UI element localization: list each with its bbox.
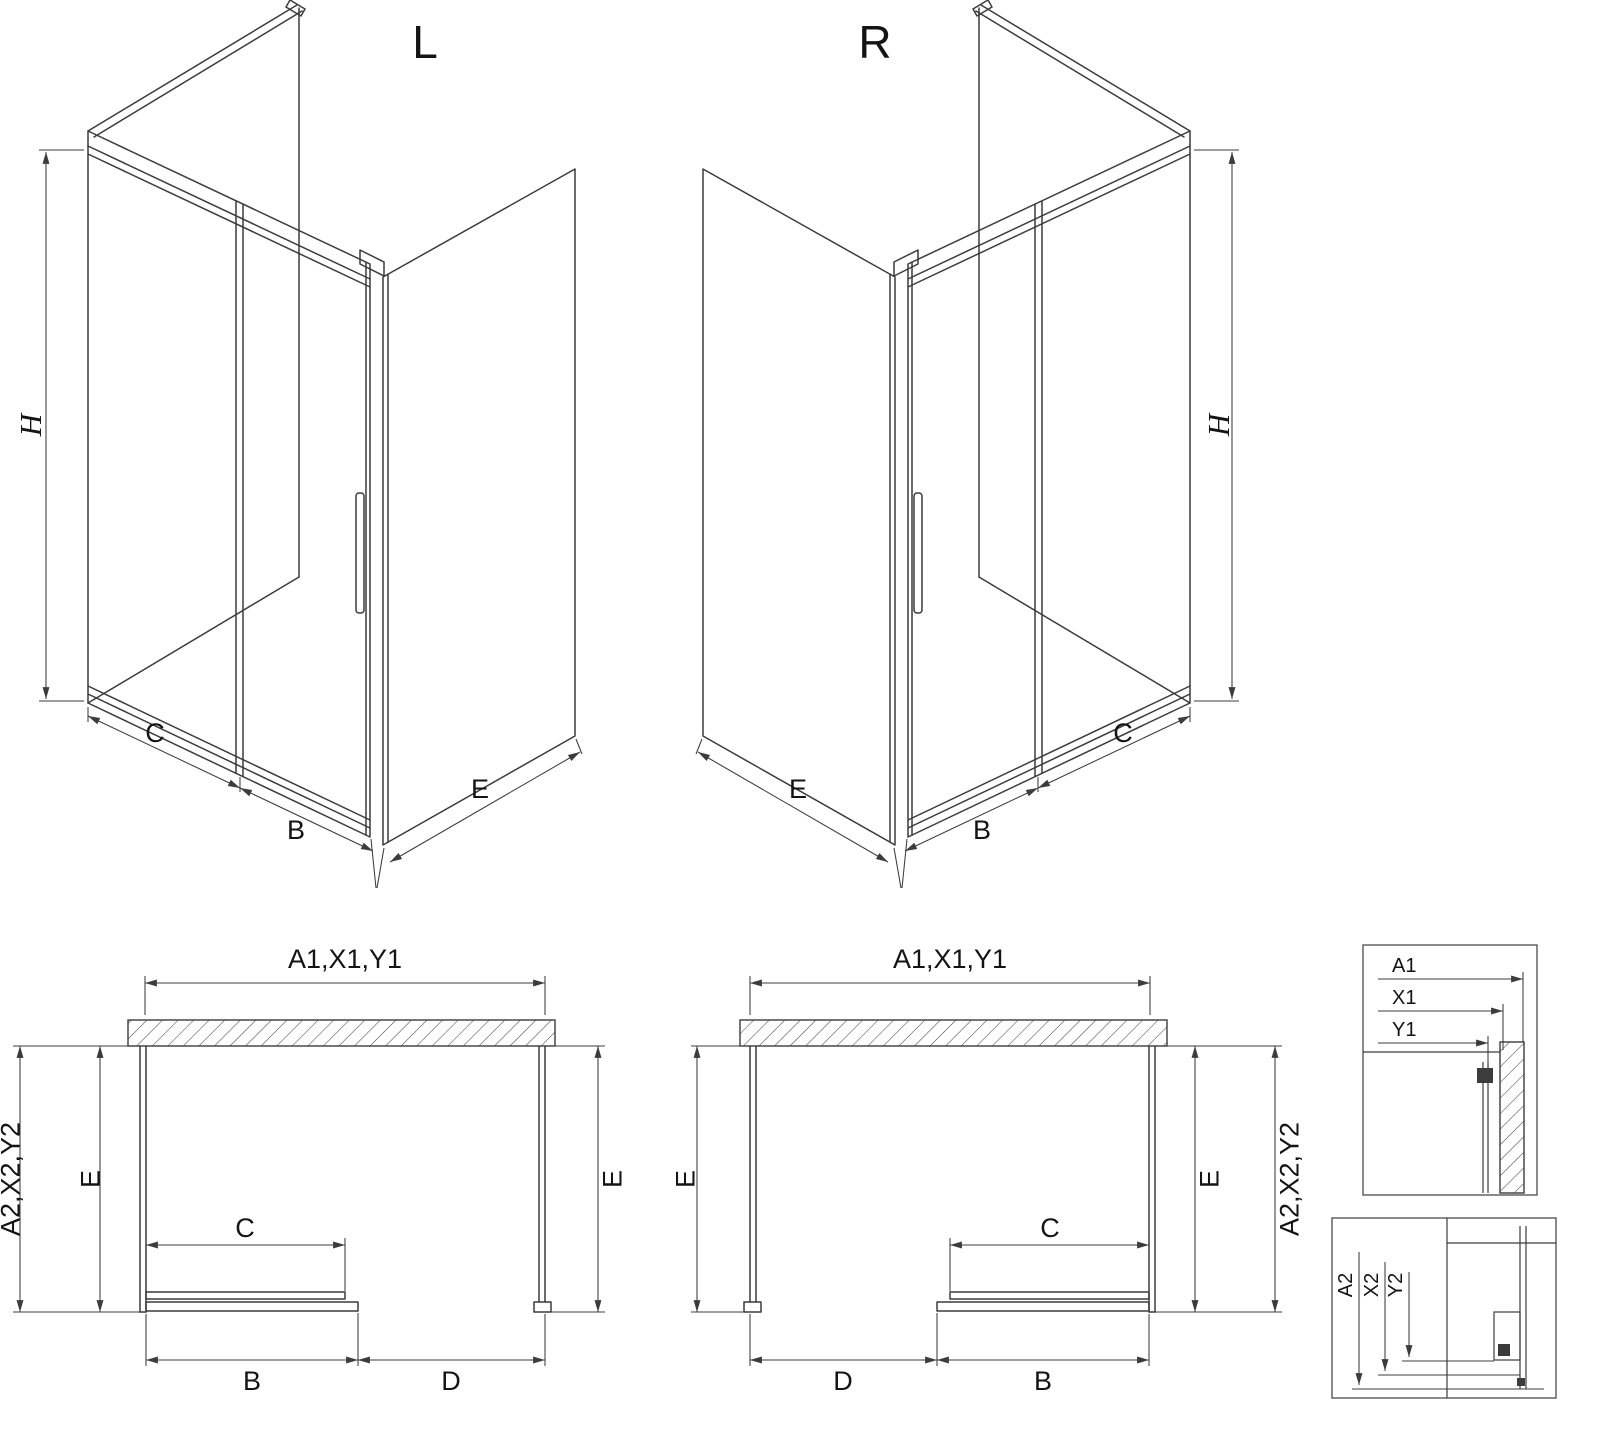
- plan-view-left: A1,X1,Y1 E A2,X2,Y2 E C B D: [0, 944, 627, 1396]
- dim-label-b: B: [973, 815, 991, 845]
- plan-right-dimensions: A1,X1,Y1 E E A2,X2,Y2 C D B: [670, 944, 1304, 1396]
- top-bracket: [285, 0, 306, 17]
- iso-left-dimensions: H C B E: [13, 149, 583, 889]
- plan-right-structure: [739, 1019, 1168, 1313]
- wall-section: [1499, 1041, 1525, 1194]
- dim-label-width: A1,X1,Y1: [893, 944, 1007, 974]
- dim-line-b: [904, 787, 1039, 852]
- dim-label-x1: X1: [1392, 987, 1416, 1009]
- dim-label-depth-outer: A2,X2,Y2: [0, 1122, 25, 1236]
- dim-label-x2: X2: [1361, 1273, 1383, 1297]
- iso-view-right: R H: [695, 0, 1239, 889]
- dim-label-e-right: E: [1194, 1170, 1224, 1188]
- roller-block: [1517, 1378, 1525, 1386]
- top-rail: [907, 145, 1191, 280]
- wall-clamp: [1477, 1068, 1493, 1083]
- dim-line-b: [239, 787, 374, 852]
- iso-left-side-wall: [382, 168, 576, 846]
- detail-frame: [1331, 1217, 1557, 1399]
- detail-view-bottom: A2 X2 Y2: [1331, 1217, 1557, 1399]
- bottom-rail: [907, 685, 1191, 821]
- dim-label-d: D: [833, 1366, 853, 1396]
- dim-line-c: [87, 715, 241, 789]
- dim-label-e-right: E: [597, 1170, 627, 1188]
- dim-line-c: [1037, 715, 1191, 789]
- bottom-rail: [87, 693, 371, 829]
- sliding-door: [936, 1301, 1150, 1312]
- door-rail: [949, 1291, 1150, 1300]
- dim-label-b: B: [1034, 1366, 1052, 1396]
- dim-label-h: H: [13, 412, 48, 437]
- dim-label-d: D: [441, 1366, 461, 1396]
- dim-label-c: C: [1113, 718, 1133, 748]
- dim-label-e-left: E: [75, 1170, 105, 1188]
- top-bracket: [972, 0, 993, 17]
- detail-frame: [1362, 944, 1538, 1196]
- iso-right-side-panel-edge: [972, 0, 1191, 704]
- iso-right-side-wall: [702, 168, 896, 846]
- dim-label-depth-outer: A2,X2,Y2: [1274, 1122, 1304, 1236]
- iso-right-front-wall: [893, 130, 1191, 838]
- plan-left-structure: [127, 1019, 556, 1313]
- dim-label-b: B: [287, 815, 305, 845]
- top-rail: [87, 153, 371, 288]
- dim-label-y1: Y1: [1392, 1019, 1416, 1041]
- variant-label-left: L: [412, 16, 438, 68]
- dim-label-e: E: [471, 774, 489, 804]
- iso-view-left: L H: [13, 0, 583, 889]
- dim-label-e-left: E: [670, 1170, 700, 1188]
- detail-view-top: A1 X1 Y1: [1362, 944, 1538, 1196]
- dim-label-y2: Y2: [1385, 1273, 1407, 1297]
- roller-block: [1498, 1344, 1510, 1356]
- panel-foot: [533, 1301, 552, 1313]
- dim-label-b: B: [243, 1366, 261, 1396]
- dim-line-e: [697, 751, 889, 863]
- door-handle: [355, 492, 365, 614]
- bottom-rail: [87, 685, 371, 821]
- corner-bracket: [359, 249, 385, 277]
- dim-label-c: C: [235, 1213, 255, 1243]
- dim-label-h: H: [1201, 412, 1236, 437]
- wall-section: [739, 1019, 1168, 1047]
- plan-left-dimensions: A1,X1,Y1 E A2,X2,Y2 E C B D: [0, 944, 627, 1396]
- wall-section: [127, 1019, 556, 1047]
- corner-bracket: [893, 249, 919, 277]
- panel-foot: [743, 1301, 762, 1313]
- iso-left-side-panel-edge: [87, 0, 306, 704]
- dim-label-a2: A2: [1335, 1273, 1357, 1297]
- dim-label-c: C: [145, 718, 165, 748]
- roller-profile: [1493, 1311, 1521, 1361]
- variant-label-right: R: [858, 16, 891, 68]
- dim-line-e: [389, 751, 581, 863]
- bottom-rail: [907, 693, 1191, 829]
- top-rail: [907, 153, 1191, 288]
- iso-left-front-wall: [87, 130, 385, 838]
- iso-right-dimensions: H C B E: [695, 149, 1239, 889]
- dim-label-e: E: [789, 774, 807, 804]
- sliding-door: [145, 1301, 359, 1312]
- door-handle: [913, 492, 923, 614]
- plan-view-right: A1,X1,Y1 E E A2,X2,Y2 C D B: [670, 944, 1304, 1396]
- dim-label-a1: A1: [1392, 955, 1416, 977]
- door-rail: [145, 1291, 346, 1300]
- dim-label-c: C: [1040, 1213, 1060, 1243]
- dim-label-width: A1,X1,Y1: [288, 944, 402, 974]
- top-rail: [87, 145, 371, 280]
